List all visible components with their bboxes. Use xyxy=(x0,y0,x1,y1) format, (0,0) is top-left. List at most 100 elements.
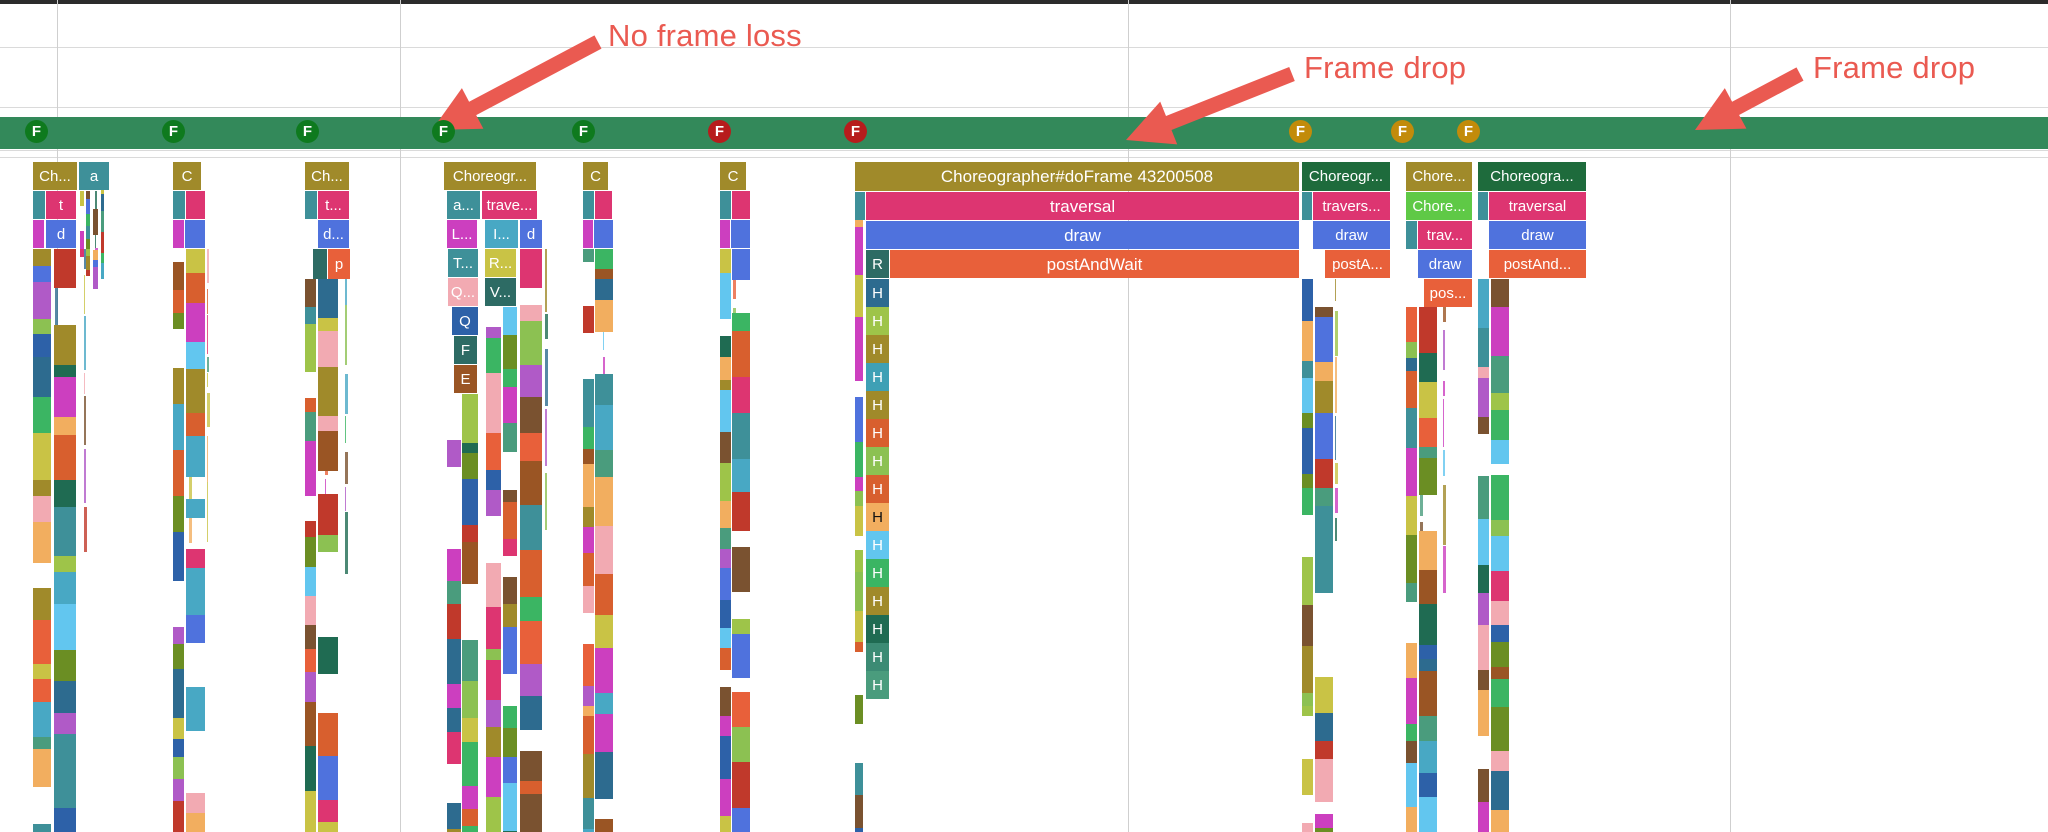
flame-micro-slice[interactable] xyxy=(1406,371,1417,385)
flame-micro-slice[interactable] xyxy=(54,808,76,832)
flame-micro-slice[interactable] xyxy=(305,521,316,537)
flame-micro-slice[interactable] xyxy=(1302,693,1313,706)
flame-micro-slice[interactable] xyxy=(1419,353,1437,382)
handler-slice[interactable]: H xyxy=(866,419,889,447)
flame-micro-slice[interactable] xyxy=(583,716,594,754)
flame-micro-slice[interactable] xyxy=(86,191,90,199)
flame-hairline-slice[interactable] xyxy=(207,373,208,387)
flame-micro-slice[interactable] xyxy=(503,490,517,502)
flame-hairline-slice[interactable] xyxy=(1443,307,1446,322)
flame-micro-slice[interactable] xyxy=(33,249,51,266)
flame-slice[interactable] xyxy=(33,220,44,248)
flame-micro-slice[interactable] xyxy=(1315,459,1333,488)
flame-micro-slice[interactable] xyxy=(54,768,76,808)
flame-micro-slice[interactable] xyxy=(583,586,594,613)
flame-micro-slice[interactable] xyxy=(583,829,594,832)
flame-slice[interactable] xyxy=(720,220,730,248)
flame-micro-slice[interactable] xyxy=(583,507,594,527)
flame-micro-slice[interactable] xyxy=(520,321,542,365)
handler-slice[interactable]: H xyxy=(866,335,889,363)
flame-hairline-slice[interactable] xyxy=(1335,357,1337,413)
flame-slice[interactable] xyxy=(595,191,612,219)
flame-slice[interactable]: Ch... xyxy=(305,162,349,190)
flame-micro-slice[interactable] xyxy=(1491,475,1509,520)
flame-micro-slice[interactable] xyxy=(186,303,205,342)
flame-micro-slice[interactable] xyxy=(1491,667,1509,679)
flame-micro-slice[interactable] xyxy=(305,441,316,465)
flame-micro-slice[interactable] xyxy=(305,625,316,649)
flame-micro-slice[interactable] xyxy=(595,615,613,648)
flame-micro-slice[interactable] xyxy=(720,380,731,390)
flame-micro-slice[interactable] xyxy=(305,537,316,567)
flame-micro-slice[interactable] xyxy=(720,528,731,549)
flame-micro-slice[interactable] xyxy=(855,506,863,536)
flame-micro-slice[interactable] xyxy=(447,803,461,829)
flame-micro-slice[interactable] xyxy=(318,637,338,674)
flame-hairline-slice[interactable] xyxy=(345,512,348,574)
flame-micro-slice[interactable] xyxy=(855,317,863,346)
flame-micro-slice[interactable] xyxy=(33,620,51,664)
flame-micro-slice[interactable] xyxy=(1406,724,1417,741)
flame-micro-slice[interactable] xyxy=(86,249,90,256)
flame-micro-slice[interactable] xyxy=(54,734,76,768)
flame-micro-slice[interactable] xyxy=(447,829,461,832)
flame-micro-slice[interactable] xyxy=(503,706,517,728)
flame-micro-slice[interactable] xyxy=(447,549,461,581)
flame-micro-slice[interactable] xyxy=(1419,671,1437,716)
flame-micro-slice[interactable] xyxy=(305,465,316,496)
flame-micro-slice[interactable] xyxy=(486,660,501,700)
flame-micro-slice[interactable] xyxy=(486,607,501,649)
flame-micro-slice[interactable] xyxy=(186,813,205,832)
flame-micro-slice[interactable] xyxy=(486,490,501,516)
flame-micro-slice[interactable] xyxy=(486,470,501,490)
flame-micro-slice[interactable] xyxy=(1419,604,1437,645)
flame-micro-slice[interactable] xyxy=(1315,713,1333,741)
flame-hairline-slice[interactable] xyxy=(345,279,347,305)
flame-micro-slice[interactable] xyxy=(1315,828,1333,832)
flame-micro-slice[interactable] xyxy=(732,762,750,808)
flame-slice[interactable]: postAnd... xyxy=(1489,250,1586,278)
flame-micro-slice[interactable] xyxy=(732,619,750,634)
flame-slice[interactable]: Q xyxy=(452,307,478,335)
flame-micro-slice[interactable] xyxy=(720,249,731,273)
flame-micro-slice[interactable] xyxy=(855,695,863,724)
flame-micro-slice[interactable] xyxy=(462,394,478,443)
handler-slice[interactable]: H xyxy=(866,475,889,503)
flame-micro-slice[interactable] xyxy=(80,191,84,206)
flame-slice[interactable]: T... xyxy=(448,249,478,277)
flame-hairline-slice[interactable] xyxy=(1335,311,1338,356)
flame-hairline-slice[interactable] xyxy=(1443,330,1445,370)
flame-micro-slice[interactable] xyxy=(1478,670,1489,690)
flame-micro-slice[interactable] xyxy=(93,260,98,267)
flame-micro-slice[interactable] xyxy=(1419,773,1437,797)
flame-micro-slice[interactable] xyxy=(855,346,863,381)
flame-micro-slice[interactable] xyxy=(855,550,863,572)
flame-micro-slice[interactable] xyxy=(1406,678,1417,724)
flame-hairline-slice[interactable] xyxy=(207,393,210,427)
flame-micro-slice[interactable] xyxy=(318,367,338,416)
flame-micro-slice[interactable] xyxy=(583,706,594,716)
flame-micro-slice[interactable] xyxy=(720,779,731,816)
flame-micro-slice[interactable] xyxy=(33,319,51,334)
flame-slice[interactable]: F xyxy=(454,336,477,364)
flame-micro-slice[interactable] xyxy=(595,450,613,477)
flame-slice[interactable]: postAndWait xyxy=(890,250,1299,278)
flame-micro-slice[interactable] xyxy=(1419,418,1437,447)
flame-micro-slice[interactable] xyxy=(318,279,338,318)
flame-slice[interactable]: trav... xyxy=(1418,221,1472,249)
flame-micro-slice[interactable] xyxy=(93,250,98,260)
flame-micro-slice[interactable] xyxy=(1302,759,1313,795)
flame-slice[interactable] xyxy=(313,249,327,279)
flame-hairline-slice[interactable] xyxy=(603,357,605,377)
flame-slice[interactable] xyxy=(33,191,45,219)
flame-micro-slice[interactable] xyxy=(520,794,542,832)
handler-slice[interactable]: H xyxy=(866,307,889,335)
flame-micro-slice[interactable] xyxy=(1406,583,1417,602)
flame-micro-slice[interactable] xyxy=(503,577,517,604)
flame-hairline-slice[interactable] xyxy=(545,249,547,312)
flame-micro-slice[interactable] xyxy=(1419,307,1437,353)
flame-hairline-slice[interactable] xyxy=(1443,381,1445,396)
flame-micro-slice[interactable] xyxy=(503,728,517,757)
flame-micro-slice[interactable] xyxy=(1419,645,1437,659)
flame-micro-slice[interactable] xyxy=(855,227,863,275)
